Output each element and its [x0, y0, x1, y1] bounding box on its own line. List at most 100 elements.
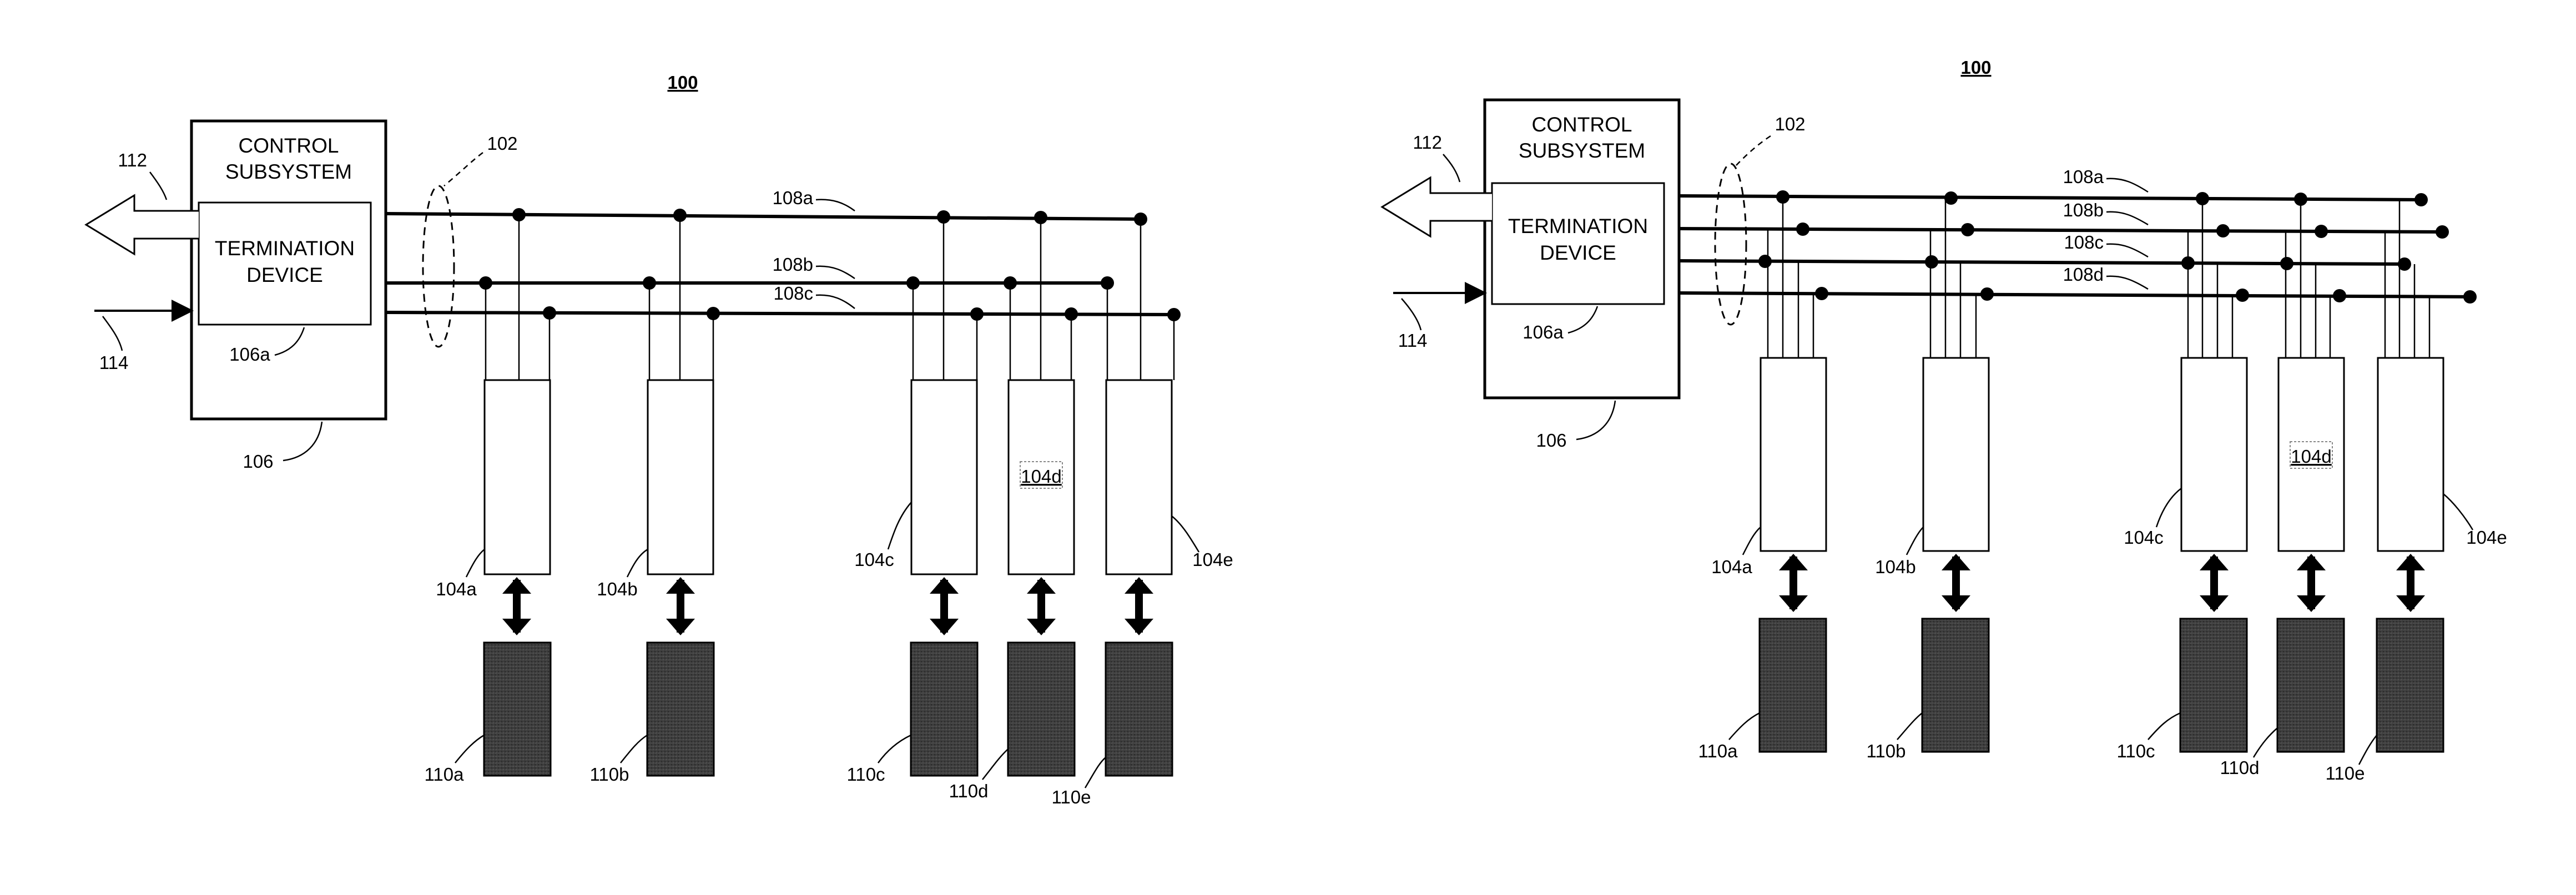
bus-group-outline — [1715, 164, 1746, 325]
label-108a: 108a — [2063, 166, 2104, 187]
bus-line-108a — [1679, 196, 2426, 200]
leader-110a — [455, 735, 484, 763]
output-arrow — [1382, 178, 1492, 236]
label-110a: 110a — [1698, 741, 1738, 761]
leader-108b — [816, 266, 855, 279]
module-column-e — [1101, 213, 1181, 776]
control-subsystem-label-line1: CONTROL — [239, 134, 339, 157]
leader-110e — [1085, 757, 1106, 788]
termination-device-label-line2: DEVICE — [246, 264, 323, 286]
label-106: 106 — [1536, 430, 1566, 451]
module-column-a — [479, 208, 556, 776]
leader-110d — [2254, 728, 2277, 757]
module-column-b — [1922, 191, 1994, 752]
label-114: 114 — [99, 352, 129, 373]
leader-104c — [888, 502, 911, 549]
label-110b: 110b — [590, 764, 629, 785]
figure-title: 100 — [1960, 57, 1991, 78]
device-110c — [911, 643, 977, 776]
bus-group-outline — [423, 186, 454, 347]
leader-110b — [1897, 713, 1922, 740]
leader-108a — [816, 200, 855, 211]
label-108b: 108b — [2063, 200, 2104, 220]
label-106a: 106a — [1523, 322, 1564, 342]
label-104e: 104e — [1192, 549, 1233, 570]
label-108c: 108c — [2064, 232, 2104, 252]
device-110c — [2180, 619, 2247, 752]
label-106a: 106a — [229, 344, 270, 365]
label-114: 114 — [1398, 330, 1428, 351]
module-column-d — [1004, 211, 1078, 776]
bus-line-108c — [386, 312, 1177, 315]
leader-104e — [2443, 494, 2473, 530]
leader-110a — [1729, 713, 1760, 740]
module-column-a — [1758, 190, 1828, 752]
leader-106 — [283, 422, 322, 461]
label-110c: 110c — [846, 764, 885, 785]
label-104a: 104a — [436, 579, 477, 599]
leader-108a — [2106, 179, 2148, 192]
label-108c: 108c — [773, 283, 813, 304]
leader-104b — [1907, 527, 1923, 555]
leader-104b — [627, 549, 648, 577]
leader-114 — [103, 316, 122, 351]
control-subsystem-label-line2: SUBSYSTEM — [1519, 139, 1645, 162]
label-112: 112 — [1413, 132, 1442, 153]
label-110d: 110d — [2220, 757, 2260, 778]
control-subsystem-label-line1: CONTROL — [1532, 113, 1632, 136]
leader-110d — [982, 749, 1008, 780]
leader-104a — [466, 549, 485, 577]
label-108d: 108d — [2063, 264, 2104, 285]
label-108a: 108a — [773, 188, 814, 208]
bus-line-108c — [1679, 261, 2409, 264]
label-102: 102 — [1775, 114, 1805, 134]
figure-title: 100 — [667, 72, 698, 93]
label-104b: 104b — [597, 579, 637, 599]
label-104d: 104d — [2291, 446, 2331, 467]
leader-104c — [2156, 488, 2181, 527]
leader-110b — [621, 735, 647, 763]
termination-device-label-line1: TERMINATION — [215, 237, 355, 260]
leader-110e — [2359, 735, 2377, 765]
device-110b — [1922, 619, 1989, 752]
leader-112 — [1443, 154, 1460, 182]
label-104d: 104d — [1021, 466, 1061, 487]
figure-right: 100 CONTROL SUBSYSTEM TERMINATION DEVICE… — [1382, 57, 2507, 783]
leader-108c — [816, 295, 855, 309]
label-104b: 104b — [1875, 557, 1915, 577]
label-110b: 110b — [1867, 741, 1906, 761]
leader-106 — [1576, 401, 1615, 439]
label-110e: 110e — [1052, 787, 1091, 807]
termination-device-label-line1: TERMINATION — [1508, 215, 1648, 237]
module-column-c — [2180, 192, 2249, 752]
label-104a: 104a — [1711, 557, 1752, 577]
label-102: 102 — [487, 133, 517, 154]
leader-102 — [1736, 136, 1771, 165]
figure-left: 100 CONTROL SUBSYSTEM TERMINATION DEVICE… — [86, 72, 1233, 807]
leader-110c — [2148, 713, 2180, 740]
leader-108b — [2106, 212, 2148, 225]
device-110b — [647, 643, 714, 776]
label-104e: 104e — [2466, 527, 2507, 548]
device-110d — [1008, 643, 1075, 776]
label-110a: 110a — [425, 764, 465, 785]
output-arrow — [86, 195, 199, 254]
control-subsystem-label-line2: SUBSYSTEM — [225, 160, 352, 183]
label-110c: 110c — [2116, 741, 2155, 761]
label-108b: 108b — [773, 254, 813, 275]
bus-line-108a — [386, 214, 1143, 219]
device-110a — [1760, 619, 1826, 752]
leader-104a — [1743, 527, 1761, 555]
module-column-e — [2377, 193, 2477, 752]
label-104c: 104c — [2124, 527, 2164, 548]
label-106: 106 — [243, 451, 273, 472]
leader-110c — [878, 735, 911, 763]
leader-108d — [2106, 276, 2148, 289]
device-110d — [2277, 619, 2344, 752]
leader-114 — [1402, 299, 1421, 330]
termination-device-label-line2: DEVICE — [1540, 241, 1616, 264]
leader-112 — [150, 172, 167, 200]
module-column-c — [906, 210, 984, 776]
module-column-d — [2277, 193, 2346, 752]
